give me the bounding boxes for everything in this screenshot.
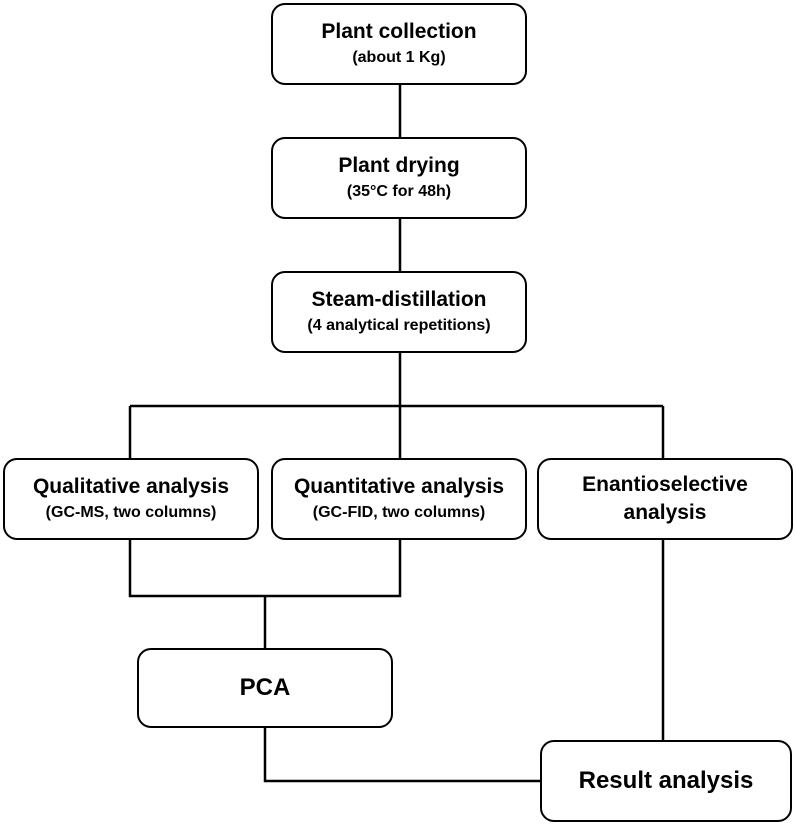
result-analysis-box: Result analysis [540,740,792,822]
plant-drying-detail: (35°C for 48h) [346,183,452,200]
qualitative-analysis-title: Qualitative analysis [32,475,230,498]
enantioselective-analysis-box: Enantioselective analysis [537,458,793,540]
pca-box: PCA [137,648,393,728]
quantitative-analysis-box: Quantitative analysis (GC-FID, two colum… [271,458,527,540]
pca-title: PCA [239,674,291,701]
plant-collection-detail: (about 1 Kg) [352,49,446,66]
steam-distillation-detail: (4 analytical repetitions) [307,317,491,334]
plant-drying-box: Plant drying (35°C for 48h) [271,137,527,219]
steam-distillation-box: Steam-distillation (4 analytical repetit… [271,271,527,353]
qualitative-analysis-box: Qualitative analysis (GC-MS, two columns… [3,458,259,540]
quantitative-analysis-title: Quantitative analysis [293,475,505,498]
plant-collection-title: Plant collection [321,20,477,43]
plant-collection-box: Plant collection (about 1 Kg) [271,3,527,85]
enantioselective-analysis-line1: Enantioselective [582,473,748,496]
result-analysis-title: Result analysis [578,767,754,794]
steam-distillation-title: Steam-distillation [311,288,487,311]
quantitative-analysis-detail: (GC-FID, two columns) [312,504,486,521]
qualitative-analysis-detail: (GC-MS, two columns) [45,504,217,521]
connector-qualitative-merge [128,540,402,598]
connector-pca-result [263,728,540,783]
plant-drying-title: Plant drying [338,154,460,177]
enantioselective-analysis-line2: analysis [623,501,707,524]
